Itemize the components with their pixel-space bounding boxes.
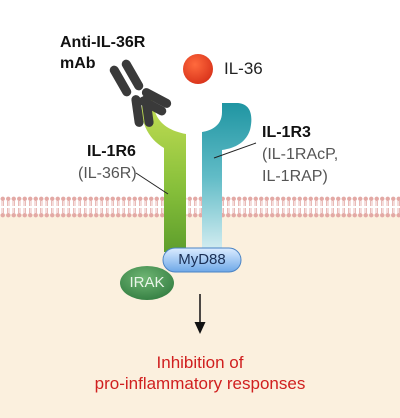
binding-pocket: [182, 96, 218, 132]
il36-ligand: [183, 54, 213, 84]
il1r3-leader-line: [213, 142, 257, 159]
il1r3-alias-line2: IL-1RAP): [262, 168, 328, 185]
il36-label: IL-36: [224, 59, 263, 78]
il1r6-name: IL-1R6: [87, 143, 136, 160]
il1r3-receptor: [202, 103, 252, 252]
outcome-line1: Inhibition of: [156, 353, 244, 372]
signal-arrow-head: [194, 322, 206, 334]
irak-ellipse: [120, 266, 174, 300]
irak-label: IRAK: [129, 274, 165, 291]
il1r3-alias-line1: (IL-1RAcP,: [262, 146, 339, 163]
myd88-box: [162, 247, 242, 273]
il1r6-leader-line: [135, 172, 169, 195]
antibody-label-line2: mAb: [60, 55, 96, 72]
il1r6-receptor: [141, 96, 186, 252]
anti-il36r-antibody: [109, 59, 172, 127]
myd88-label: MyD88: [178, 251, 226, 268]
antibody-label-line1: Anti-IL-36R: [60, 34, 146, 51]
il1r3-name: IL-1R3: [262, 124, 311, 141]
outcome-line2: pro-inflammatory responses: [94, 374, 306, 393]
cell-membrane: [0, 196, 400, 218]
il1r6-alias: (IL-36R): [78, 165, 137, 182]
